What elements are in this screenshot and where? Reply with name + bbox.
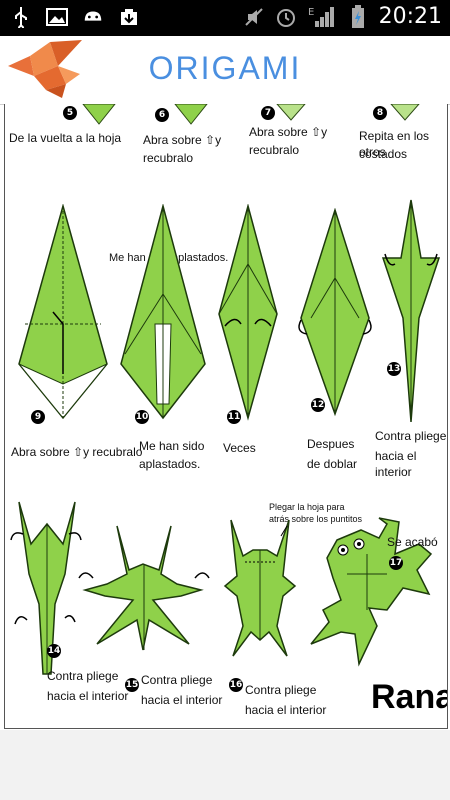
step-number-8: 8 xyxy=(373,106,387,120)
step-10-shape xyxy=(120,204,206,420)
step-5-shape xyxy=(82,104,116,125)
step-7-label-line1: Abra sobre ⇧y xyxy=(249,125,328,139)
page-title: ORIGAMI xyxy=(148,50,302,86)
step-17-label: Se acabó xyxy=(387,535,438,549)
step-17-frog-shape xyxy=(310,517,433,667)
step-15-label-line2: hacia el interior xyxy=(141,693,223,707)
step-number-10: 10 xyxy=(135,410,149,424)
step-number-16: 16 xyxy=(229,678,243,692)
step-number-9: 9 xyxy=(31,410,45,424)
step-13-shape xyxy=(381,199,441,423)
step-8-label-line2: costados xyxy=(359,147,408,161)
step-14-label-line1: Contra pliege xyxy=(47,669,119,683)
step-16-label-line2: hacia el interior xyxy=(245,703,327,717)
mute-icon xyxy=(243,6,265,28)
step-number-7: 7 xyxy=(261,106,275,120)
step-11-label: Veces xyxy=(223,441,256,455)
step-10-label-line2: aplastados. xyxy=(139,457,201,471)
network-type-label: E xyxy=(308,7,314,18)
step-12-label-line1: Despues xyxy=(307,437,355,451)
origami-crane-logo-icon[interactable] xyxy=(6,36,84,102)
bottom-area xyxy=(0,730,450,800)
step-16-label-top1: Plegar la hoja para xyxy=(269,502,345,512)
step-6-label-line1: Abra sobre ⇧y xyxy=(143,133,222,147)
final-model-name: Rana xyxy=(371,678,448,716)
step-number-13: 13 xyxy=(387,362,401,376)
step-15-shape xyxy=(78,525,210,651)
step-16-label-line1: Contra pliege xyxy=(245,683,317,697)
step-number-15: 15 xyxy=(125,678,139,692)
step-14-label-line2: hacia el interior xyxy=(47,689,129,703)
step-15-label-line1: Contra pliege xyxy=(141,673,213,687)
step-number-17: 17 xyxy=(389,556,403,570)
step-10-label-line1: Me han sido xyxy=(139,439,205,453)
step-8-shape xyxy=(390,104,420,121)
step-number-5: 5 xyxy=(63,106,77,120)
android-icon xyxy=(82,6,104,28)
step-11-shape xyxy=(218,204,278,421)
battery-icon xyxy=(347,4,369,28)
usb-icon xyxy=(10,6,32,28)
step-13-label-line2: hacia el interior xyxy=(375,449,417,479)
step-7-label-line2: recubralo xyxy=(249,143,300,157)
step-16-label-top2: atrás sobre los puntitos xyxy=(269,514,363,524)
step-7-shape xyxy=(276,104,306,121)
step-6-shape xyxy=(174,104,208,125)
image-icon xyxy=(46,6,68,28)
step-number-12: 12 xyxy=(311,398,325,412)
origami-diagram: 5 De la vuelta a la hoja 6 Abra sobre ⇧y… xyxy=(4,104,448,729)
step-number-11: 11 xyxy=(227,410,241,424)
step-12-label-line2: de doblar xyxy=(307,457,358,471)
status-bar: E 20:21 xyxy=(0,0,450,36)
step-9-shape xyxy=(18,204,108,420)
step-13-label-line1: Contra pliege xyxy=(375,429,447,443)
step-12-shape xyxy=(298,208,372,417)
step-5-label: De la vuelta a la hoja xyxy=(9,131,122,145)
signal-icon: E xyxy=(307,6,337,28)
download-icon xyxy=(118,6,140,28)
step-16-shape xyxy=(223,519,297,657)
step-6-label-line2: recubralo xyxy=(143,151,194,165)
step-number-14: 14 xyxy=(47,644,61,658)
step-number-6: 6 xyxy=(155,108,169,122)
step-9-label: Abra sobre ⇧y recubralo xyxy=(11,445,143,459)
step-8-label-line1: Repita en los otros xyxy=(359,129,430,159)
alarm-icon xyxy=(275,6,297,28)
app-header: ORIGAMI xyxy=(0,36,450,105)
status-time: 20:21 xyxy=(378,4,442,29)
